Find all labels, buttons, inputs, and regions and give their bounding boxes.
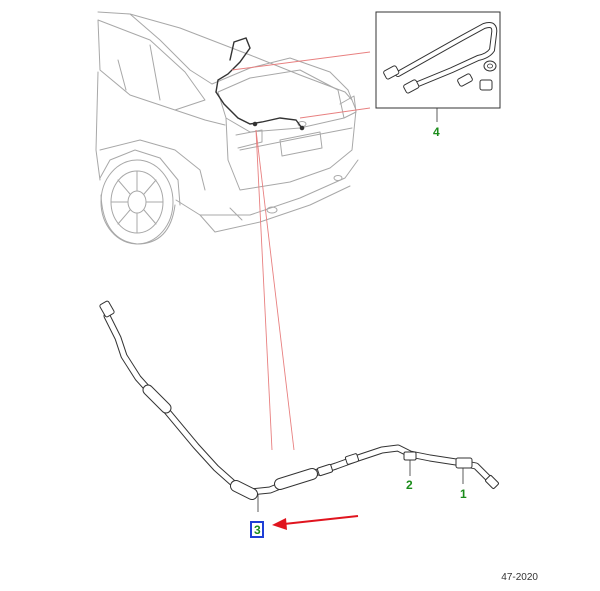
diagram-code: 47-2020: [501, 572, 538, 583]
leader-line-down-left: [255, 129, 273, 451]
callout-3: 3: [254, 523, 261, 537]
callout-2: 2: [406, 478, 413, 492]
leader-lines: [231, 51, 371, 451]
leader-line-down-right: [255, 129, 295, 451]
leader-line-middle: [299, 107, 371, 119]
vehicle-illustration: [95, 11, 359, 245]
installed-hose-route: [215, 37, 305, 131]
callout-4: 4: [433, 125, 440, 139]
highlight-box-callout-3: [250, 521, 264, 538]
pointer-arrow: [272, 515, 359, 530]
callout-1: 1: [460, 487, 467, 501]
leader-line-top: [231, 51, 371, 71]
inset-box-repair-kit: [375, 11, 501, 109]
washer-hose-assembly: [99, 300, 499, 500]
